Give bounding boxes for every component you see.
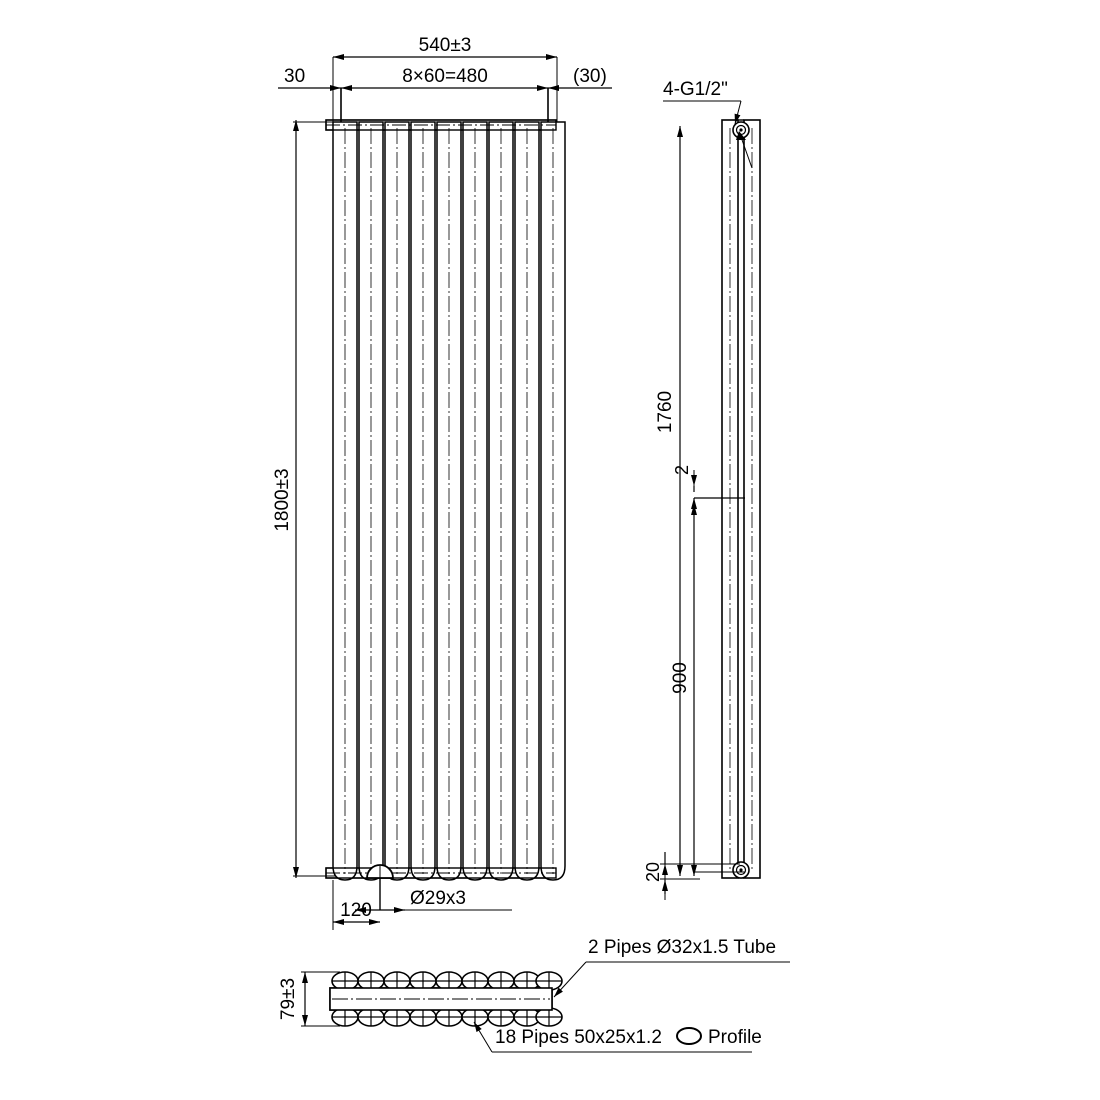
dim-side-height: 1760 <box>655 126 683 876</box>
section-profile-row-top <box>331 971 563 991</box>
callout-connection: 4-G1/2" <box>663 79 753 169</box>
callout-profile: 18 Pipes 50x25x1.2 Profile <box>473 1021 762 1053</box>
dim-wall-thickness: 2 <box>672 465 697 515</box>
dim-section-depth-label: 79±3 <box>278 978 299 1020</box>
dim-left-margin: 30 <box>278 66 341 91</box>
front-bottom-port <box>366 864 394 879</box>
dim-fin-pitch: 8×60=480 <box>340 66 549 125</box>
dim-overall-height-label: 1800±3 <box>272 468 293 531</box>
dim-port-spec-label: Ø29x3 <box>410 888 466 909</box>
dim-bottom-offset: 20 <box>643 852 740 900</box>
front-header-overlay <box>325 119 557 879</box>
fin <box>514 121 540 881</box>
dim-overall-height: 1800±3 <box>272 120 336 878</box>
oval-profile <box>383 1007 411 1027</box>
oval-profile <box>535 1007 563 1027</box>
dim-right-margin: (30) <box>548 66 612 91</box>
oval-profile <box>331 971 359 991</box>
dim-port-offset: 120 <box>332 880 380 930</box>
oval-profile <box>357 1007 385 1027</box>
callout-tube: 2 Pipes Ø32x1.5 Tube <box>553 937 790 998</box>
fin <box>540 121 566 881</box>
dim-section-depth: 79±3 <box>278 971 340 1027</box>
dim-side-height-label: 1760 <box>655 391 676 433</box>
dim-fin-pitch-label: 8×60=480 <box>402 66 488 87</box>
side-view: 4-G1/2" 1760 900 2 20 <box>643 79 761 900</box>
oval-profile <box>513 1007 541 1027</box>
side-columns <box>721 119 761 879</box>
dim-bottom-offset-label: 20 <box>643 862 663 882</box>
dim-port-offset-label: 120 <box>340 900 372 921</box>
dim-overall-width-label: 540±3 <box>419 35 472 56</box>
fin <box>384 121 410 881</box>
front-fins <box>332 121 566 881</box>
callout-tube-label: 2 Pipes Ø32x1.5 Tube <box>588 937 776 958</box>
fin <box>332 121 358 881</box>
dim-left-margin-label: 30 <box>284 66 305 87</box>
front-view: 540±3 8×60=480 30 (30) 1800±3 <box>272 35 612 930</box>
fin <box>462 121 488 881</box>
fin <box>410 121 436 881</box>
dim-overall-width: 540±3 <box>332 35 558 122</box>
dim-wall-thickness-label: 2 <box>672 465 692 475</box>
callout-profile-suffix: Profile <box>708 1027 762 1048</box>
dim-center-height-label: 900 <box>670 662 691 694</box>
section-view: 79±3 2 Pipes Ø32x1.5 Tube 18 Pipes 50x25… <box>278 937 790 1053</box>
callout-connection-label: 4-G1/2" <box>663 79 728 100</box>
dim-port-spec: Ø29x3 <box>355 878 512 913</box>
oval-profile-symbol-icon <box>676 1027 702 1045</box>
fin <box>358 121 384 881</box>
dim-center-height: 900 <box>670 497 745 876</box>
dim-right-margin-label: (30) <box>573 66 607 87</box>
callout-profile-prefix: 18 Pipes 50x25x1.2 <box>495 1027 662 1048</box>
fin <box>488 121 514 881</box>
fin <box>436 121 462 881</box>
